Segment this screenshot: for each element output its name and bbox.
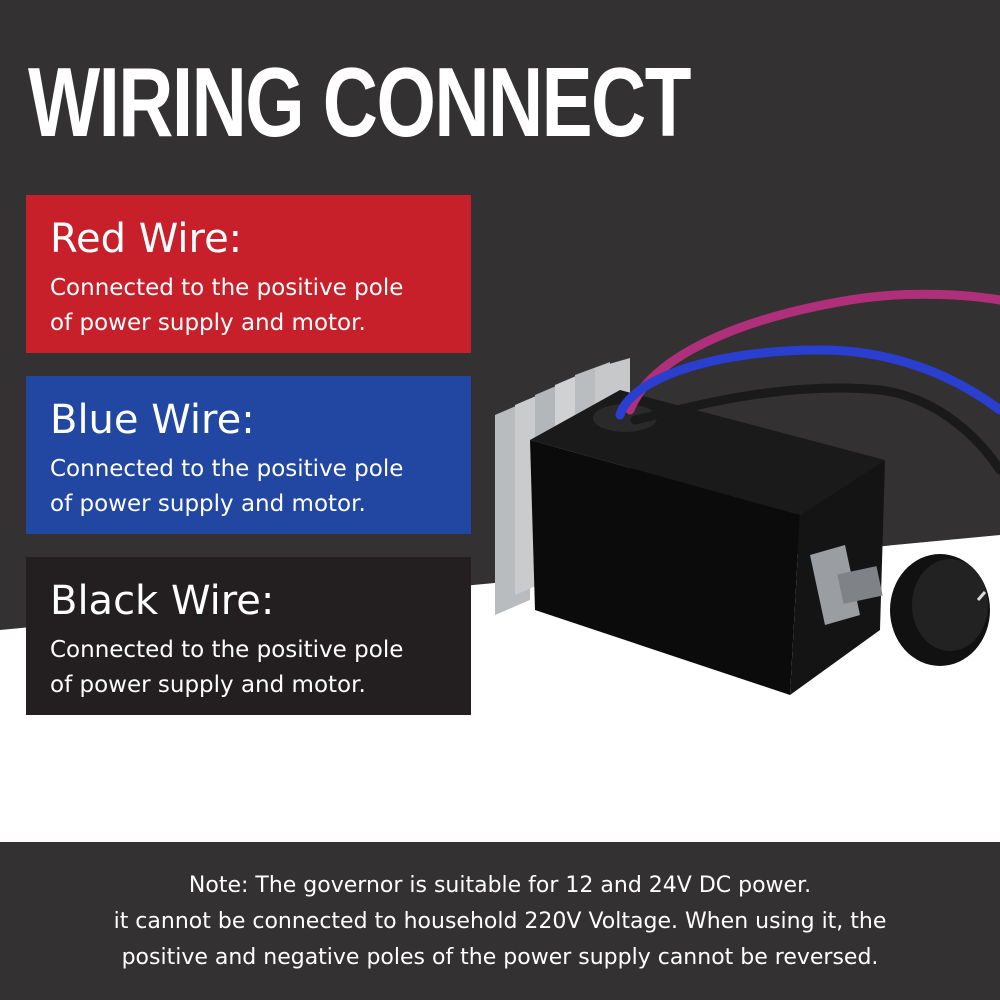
red-wire-title: Red Wire: — [50, 216, 243, 262]
page-title: WIRING CONNECT — [28, 47, 691, 157]
black-wire-card: Black Wire: Connected to the positive po… — [26, 557, 471, 715]
black-wire-title: Black Wire: — [50, 578, 275, 624]
note-line-2: it cannot be connected to household 220V… — [113, 909, 887, 934]
note-line-1: Note: The governor is suitable for 12 an… — [188, 873, 812, 898]
blue-wire-desc-line1: Connected to the positive pole — [50, 456, 404, 482]
black-wire-desc-line1: Connected to the positive pole — [50, 637, 404, 663]
note-line-3: positive and negative poles of the power… — [121, 945, 879, 970]
wires — [615, 289, 1000, 475]
red-wire-desc-line1: Connected to the positive pole — [50, 275, 404, 301]
note-footer: Note: The governor is suitable for 12 an… — [0, 842, 1000, 1000]
blue-wire-desc-line2: of power supply and motor. — [50, 491, 366, 517]
red-wire-card: Red Wire: Connected to the positive pole… — [26, 195, 471, 353]
blue-wire-card: Blue Wire: Connected to the positive pol… — [26, 376, 471, 534]
red-wire-desc-line2: of power supply and motor. — [50, 310, 366, 336]
controller-box — [530, 390, 885, 695]
motor-speed-controller-image — [495, 289, 1000, 695]
blue-wire-title: Blue Wire: — [50, 397, 255, 443]
potentiometer-knob — [810, 545, 990, 666]
black-wire-desc-line2: of power supply and motor. — [50, 672, 366, 698]
